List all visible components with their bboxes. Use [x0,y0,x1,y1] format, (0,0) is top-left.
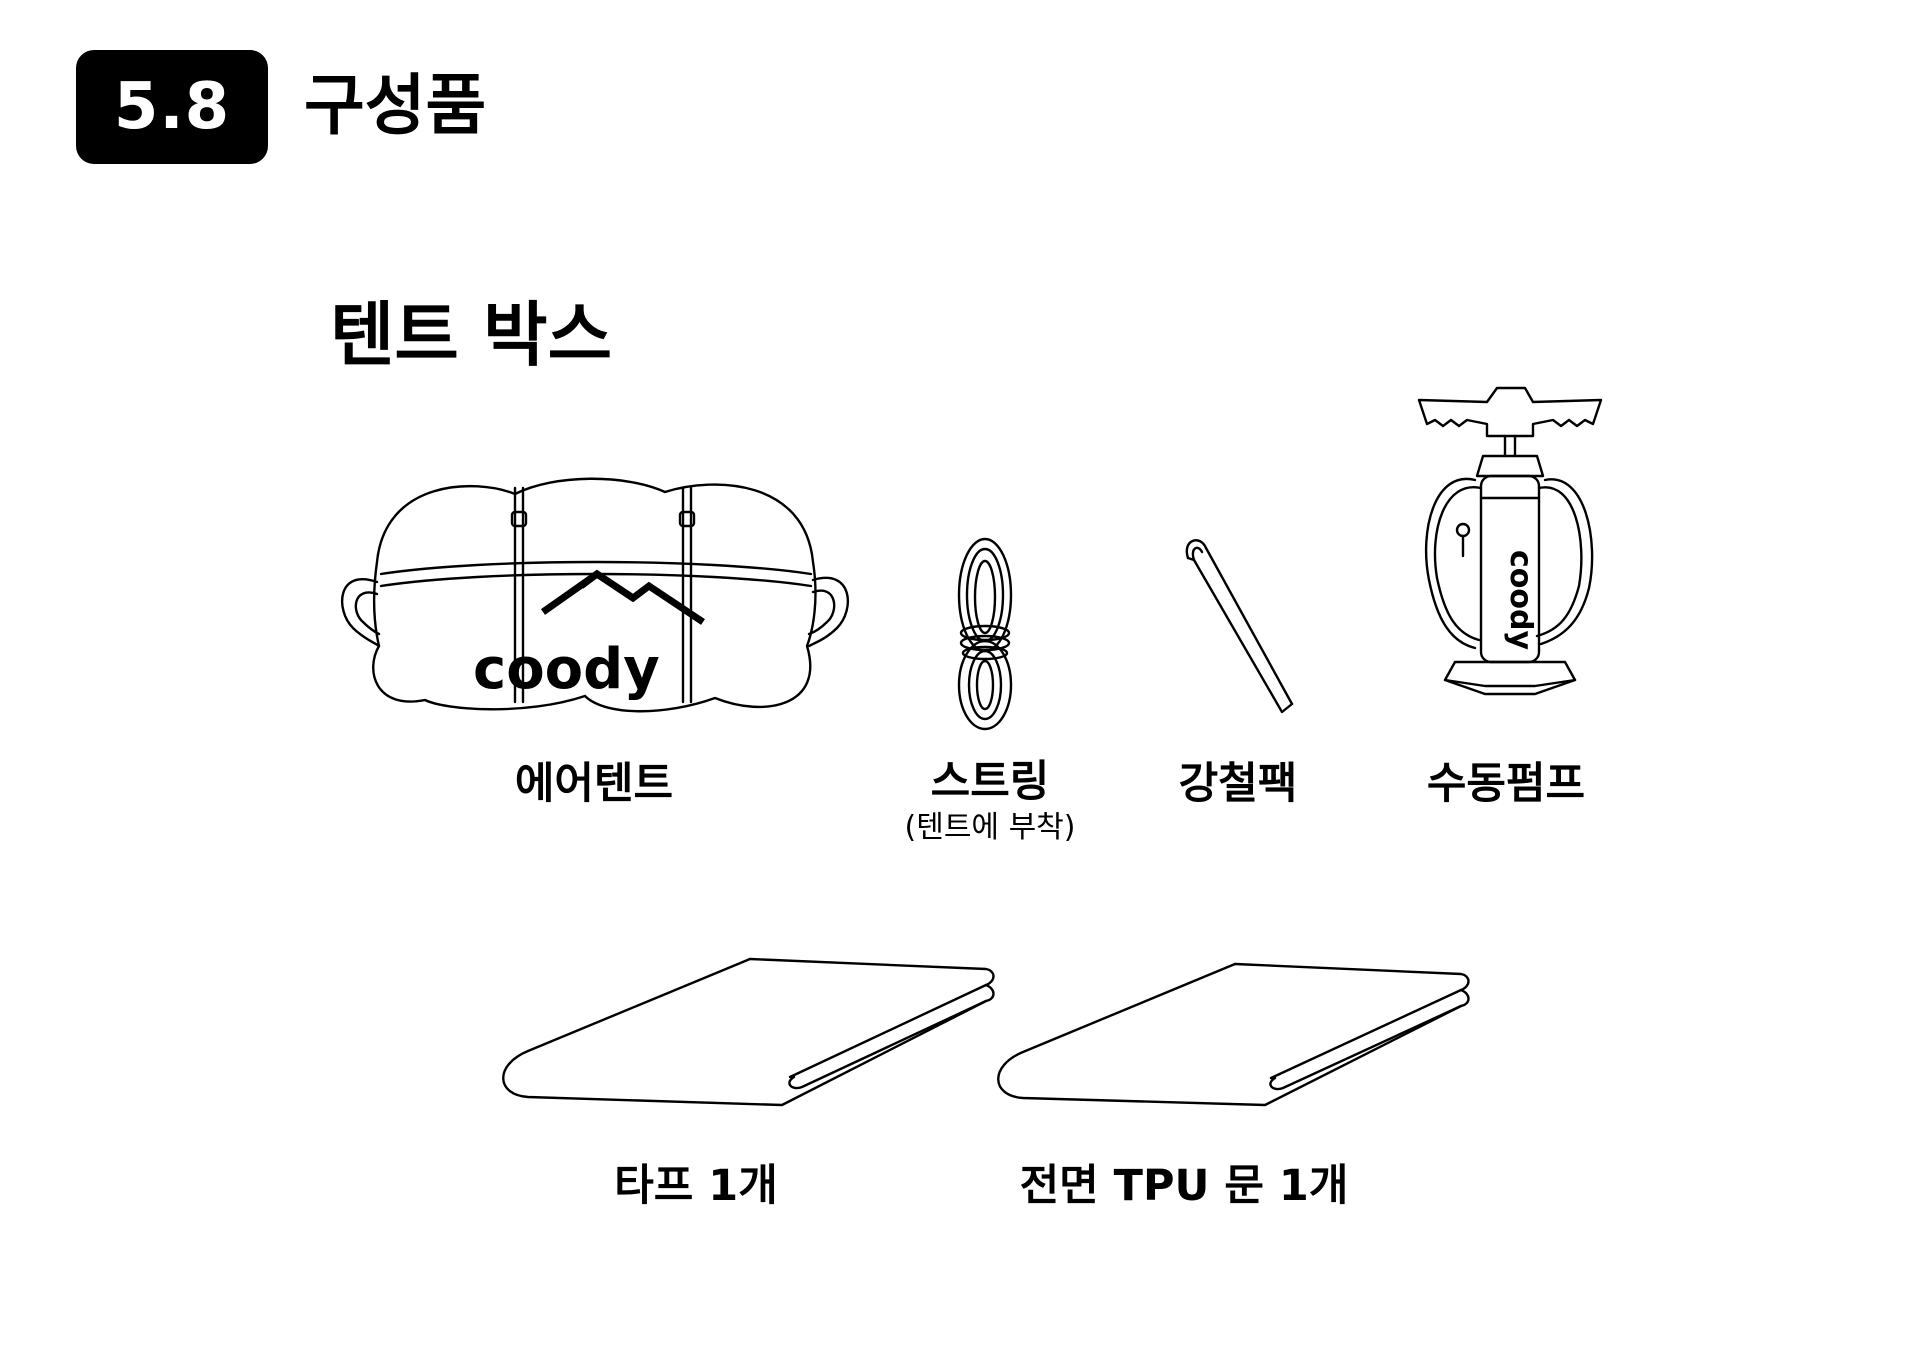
pump-brand-logo: coody [1503,550,1538,650]
string-cord-illustration [950,535,1020,735]
string-label: 스트링 [930,757,1050,807]
steel-peg-illustration [1178,536,1298,716]
air-tent-brand-logo: coody [473,637,660,702]
hand-pump-label: 수동펌프 [1426,759,1586,809]
folded-front-door-illustration [995,960,1475,1105]
section-number-badge: 5.8 [76,50,268,164]
hand-pump-illustration: coody [1415,380,1605,710]
air-tent-label: 에어텐트 [514,759,674,809]
tarp-label: 타프 1개 [614,1161,778,1211]
section-number: 5.8 [113,70,231,144]
folded-tarp-illustration [500,955,1000,1105]
front-door-label: 전면 TPU 문 1개 [1019,1161,1349,1211]
string-note: (텐트에 부착) [904,810,1076,845]
air-tent-bag-illustration: coody [335,470,855,720]
steel-peg-label: 강철팩 [1178,759,1298,809]
section-title: 구성품 [304,67,487,144]
tent-box-title: 텐트 박스 [330,294,612,376]
